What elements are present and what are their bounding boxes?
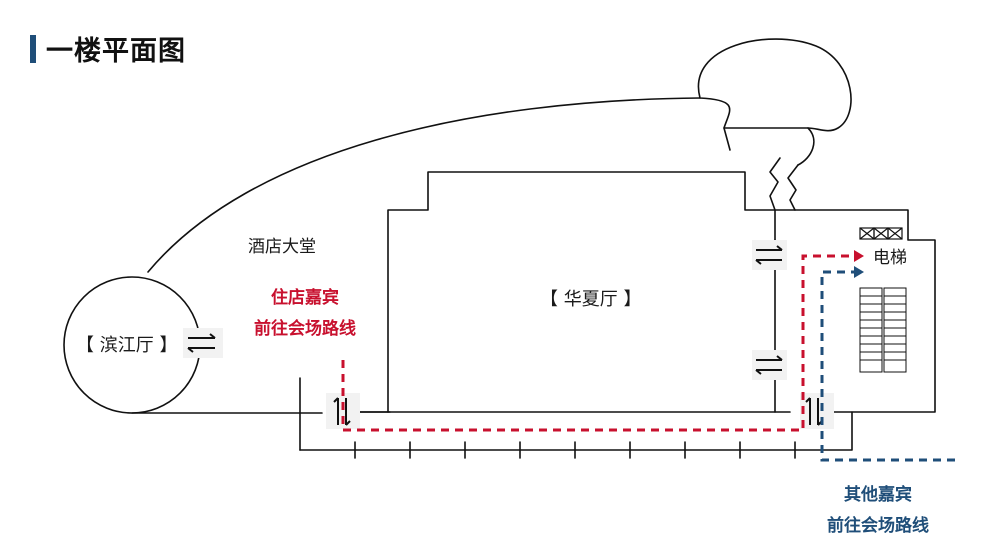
elevator-label: 电梯 [873,248,907,268]
other-guest-route [820,270,955,462]
other-guest-route-line1: 其他嘉宾 [844,485,912,505]
hotel-guest-route-line2: 前往会场路线 [254,319,356,339]
binjiang-hall-label: 【 滨江厅 】 [76,335,178,356]
east-building-outline [774,209,936,413]
dome-outline [697,38,852,132]
double-door-icon [800,393,834,429]
huaxia-hall-label: 【 华夏厅 】 [540,289,642,310]
lobby-label: 酒店大堂 [248,237,316,257]
lobby-roof-arc [147,97,701,273]
hotel-guest-route [341,254,855,432]
page-title: 一楼平面图 [46,36,186,67]
elevator-icon [859,227,903,240]
title-accent-bar [30,35,36,63]
double-door-icon [752,350,787,380]
other-guest-route-label: 其他嘉宾 前往会场路线 [827,480,929,542]
hotel-guest-route-line1: 住店嘉宾 [271,288,339,308]
hotel-guest-arrowhead [854,250,864,262]
hotel-guest-route-label: 住店嘉宾 前往会场路线 [254,283,356,345]
other-guest-route-line2: 前往会场路线 [827,516,929,536]
double-door-icon [183,328,223,358]
corridor-outline [299,411,853,451]
double-door-icon [752,240,787,270]
stairs-icon [859,287,907,373]
huaxia-hall-outline [387,171,776,413]
other-guest-arrowhead [854,266,864,278]
